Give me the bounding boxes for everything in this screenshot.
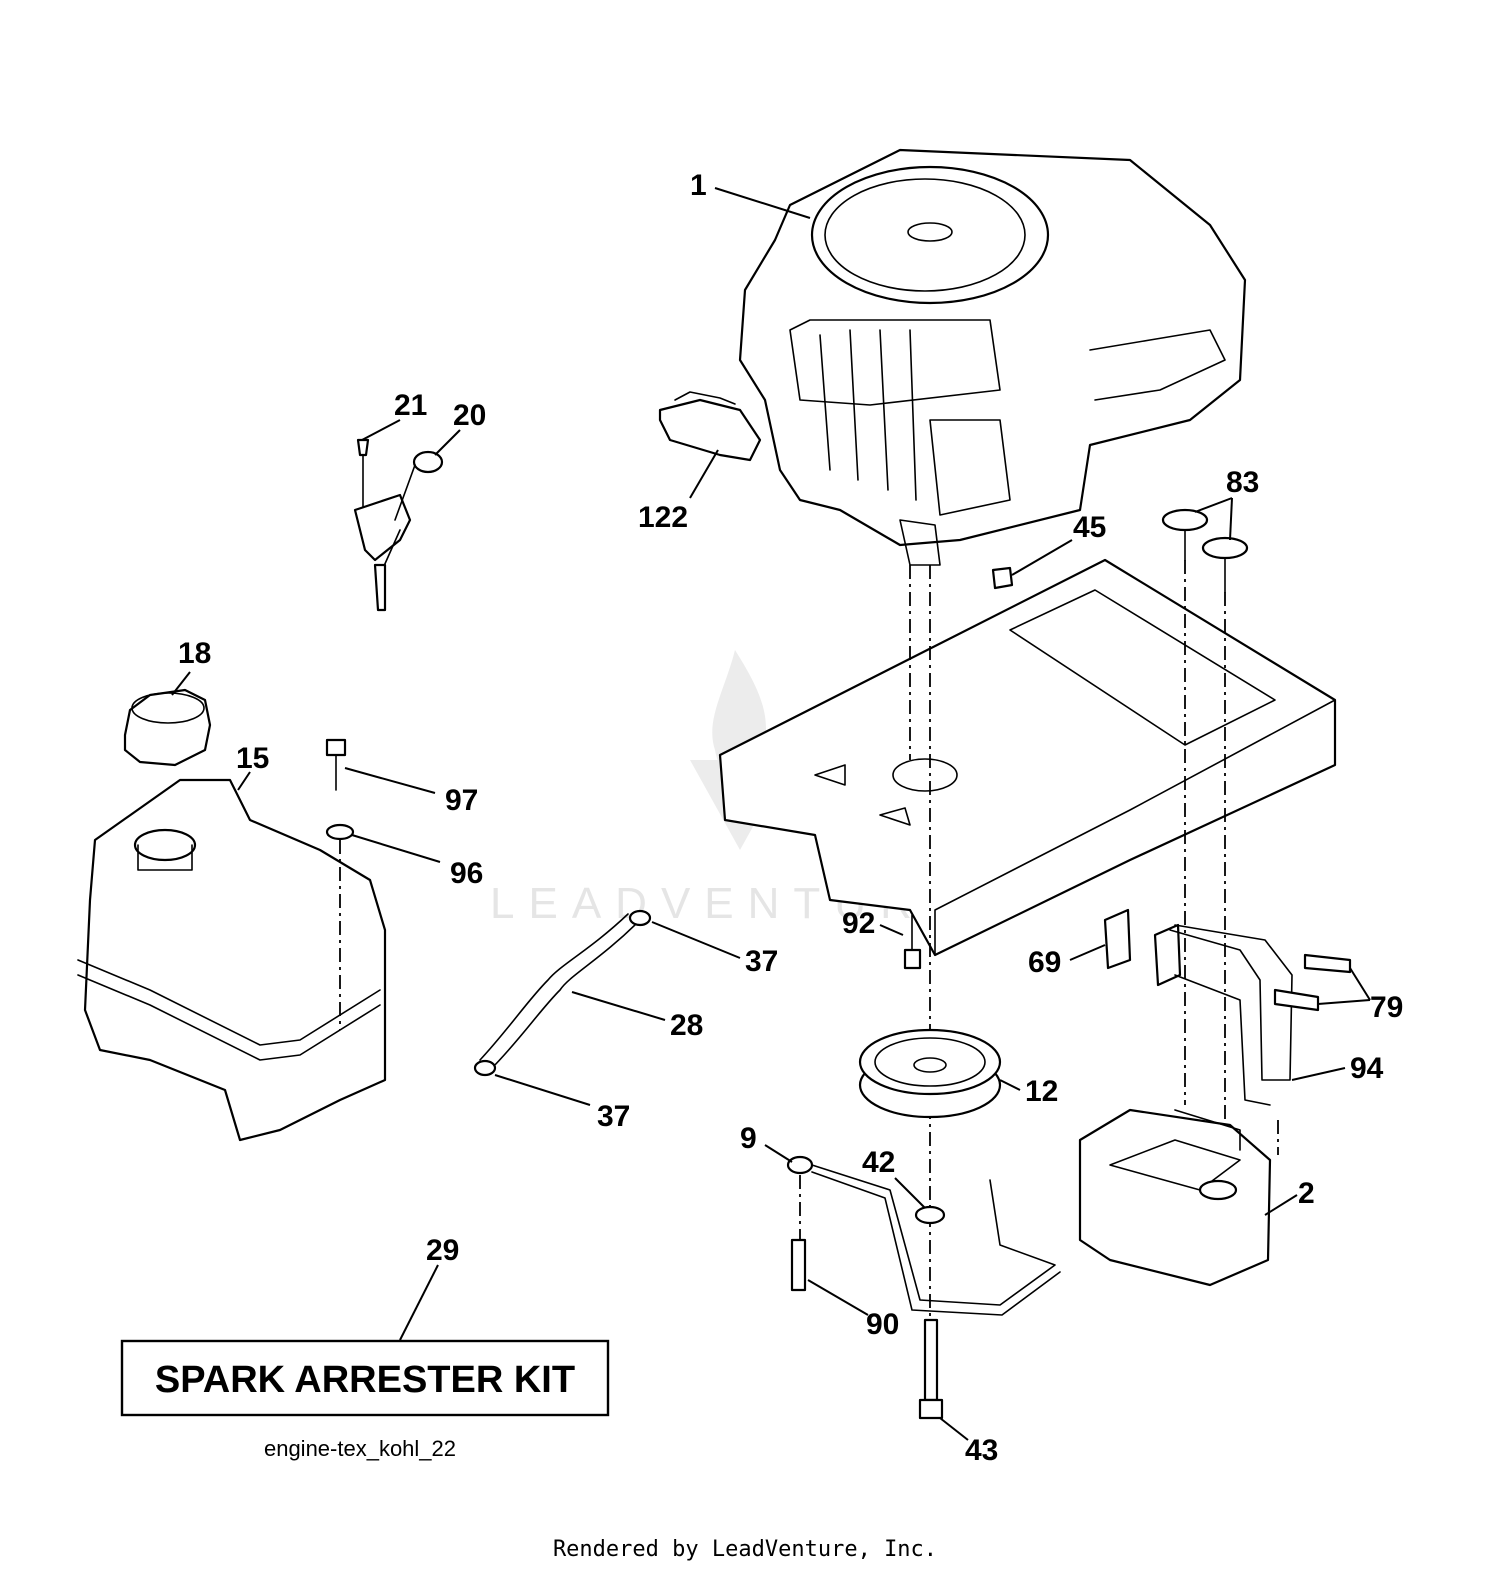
screw-part[interactable] [325, 738, 355, 841]
spark-arrester-kit-label: SPARK ARRESTER KIT [155, 1359, 575, 1401]
callout-21: 21 [394, 389, 427, 422]
callout-20: 20 [453, 399, 486, 432]
callout-15: 15 [236, 742, 269, 775]
callout-18: 18 [178, 637, 211, 670]
leader-lines [171, 187, 1371, 1441]
exhaust-pipe-part[interactable] [1103, 908, 1352, 1106]
callout-37-upper: 37 [745, 945, 778, 978]
callout-9: 9 [740, 1122, 757, 1155]
muffler-part[interactable] [1078, 1108, 1272, 1287]
callout-2: 2 [1298, 1177, 1315, 1210]
callout-96: 96 [450, 857, 483, 890]
footer-credit: Rendered by LeadVenture, Inc. [553, 1537, 937, 1562]
callout-37-lower: 37 [597, 1100, 630, 1133]
diagram-caption: engine-tex_kohl_22 [264, 1436, 456, 1461]
callout-42: 42 [862, 1146, 895, 1179]
engine-part[interactable] [738, 148, 1247, 566]
shroud-clip-part[interactable] [658, 391, 762, 462]
shoulder-bolt-part[interactable] [991, 508, 1249, 593]
callout-1: 1 [690, 169, 707, 202]
callout-69: 69 [1028, 946, 1061, 979]
callout-12: 12 [1025, 1075, 1058, 1108]
fuel-cap-part[interactable] [123, 688, 212, 767]
callout-122: 122 [638, 501, 688, 534]
fuel-tank-part[interactable] [77, 778, 387, 1142]
callout-94: 94 [1350, 1052, 1384, 1085]
engine-deck-part[interactable] [718, 558, 1337, 957]
callout-97: 97 [445, 784, 478, 817]
callout-45: 45 [1073, 511, 1106, 544]
callout-83: 83 [1226, 466, 1259, 499]
bolt-92-part[interactable] [903, 914, 922, 970]
callout-28: 28 [670, 1009, 703, 1042]
fuel-line-part[interactable] [473, 909, 652, 1077]
callout-92: 92 [842, 907, 875, 940]
muffler-bracket-part[interactable] [786, 1155, 1061, 1420]
callout-90: 90 [866, 1308, 899, 1341]
callout-43: 43 [965, 1434, 998, 1467]
spark-arrester-kit-box[interactable]: SPARK ARRESTER KIT [120, 1339, 610, 1417]
callout-29: 29 [426, 1234, 459, 1267]
pulley-part[interactable] [858, 1028, 1002, 1119]
callout-79: 79 [1370, 991, 1403, 1024]
throttle-bracket-part[interactable] [353, 438, 444, 612]
